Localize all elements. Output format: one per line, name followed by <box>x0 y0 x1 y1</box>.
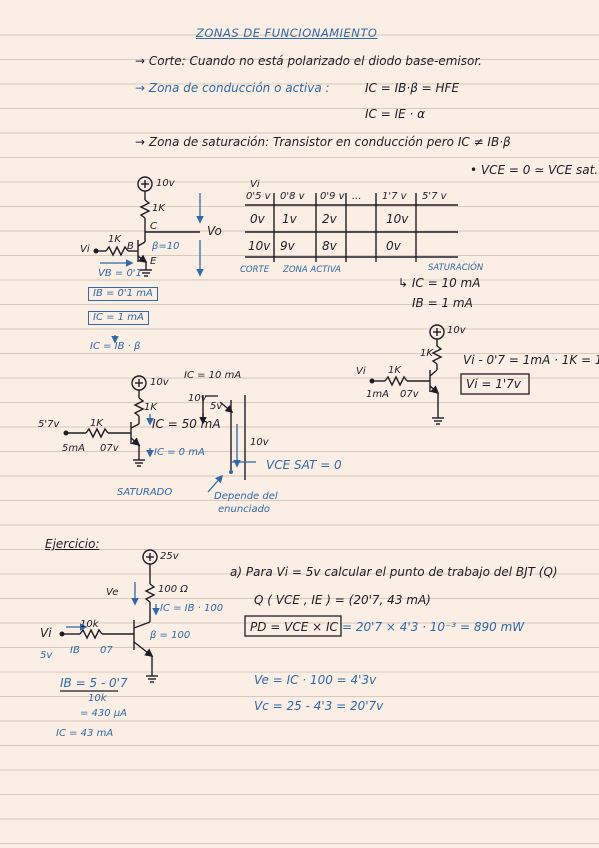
circuit1-beta: β=10 <box>152 241 180 252</box>
circuit2-vbe: 07v <box>400 389 419 400</box>
circuit1-ib: IB = 0'1 mA <box>88 287 158 301</box>
exercise-rc: 100 Ω <box>158 584 188 595</box>
exercise-rb: 10k <box>80 619 99 630</box>
exercise-q: Q ( VCE , IE ) = (20'7, 43 mA) <box>254 593 431 607</box>
exercise-heading: Ejercicio: <box>45 537 100 551</box>
exercise-pd-val: = 20'7 × 4'3 · 10⁻³ = 890 mW <box>342 620 525 634</box>
table-header-0: 0'5 v <box>246 191 271 202</box>
circuit3-v5: 5v <box>210 401 223 412</box>
table-r1-c0: 0v <box>250 212 265 226</box>
circuit1-b: B <box>127 241 134 252</box>
circuit3-enunciado: enunciado <box>218 504 271 515</box>
eq-ic-ib-beta: IC = IB·β = HFE <box>365 81 460 95</box>
circuit2-ib: 1mA <box>366 389 389 400</box>
circuit2-supply: 10v <box>447 325 466 336</box>
circuit2-result: Vi = 1'7v <box>466 377 521 391</box>
circuit3-v10: 10v <box>188 393 207 404</box>
exercise-ib-den: 10k <box>88 693 107 704</box>
exercise-vbe: 07 <box>100 645 113 656</box>
exercise-ve-label: Ve <box>106 587 119 598</box>
table-header-label: Vi <box>250 179 260 190</box>
circuit2-schematic <box>369 324 445 425</box>
exercise-vi: Vi <box>40 626 52 640</box>
vce-sat-line: • VCE = 0 ≃ VCE sat. <box>470 163 599 177</box>
circuit2-eq: Vi - 0'7 = 1mA · 1K = 1 <box>463 353 599 367</box>
circuit1-arrows <box>100 193 204 344</box>
circuit1-rb: 1K <box>108 234 121 245</box>
exercise-ic-res: IC = 43 mA <box>56 728 114 739</box>
table-header-5: 5'7 v <box>422 191 447 202</box>
circuit3-ic-50: IC = 50 mA <box>152 417 221 431</box>
circuit2-rb: 1K <box>388 365 401 376</box>
circuit3-supply: 10v <box>150 377 169 388</box>
circuit2-rc: 1K <box>420 348 433 359</box>
circuit1-vb: VB = 0'1 <box>98 268 142 279</box>
table-header-4: 1'7 v <box>382 191 407 202</box>
circuit3-ib: 5mA <box>62 443 85 454</box>
exercise-pd: PD = VCE × IC <box>250 620 338 634</box>
page-title: ZONAS DE FUNCIONAMIENTO <box>196 26 378 40</box>
exercise-vc-eq: Vc = 25 - 4'3 = 20'7v <box>254 699 384 713</box>
circuit3-saturado: SATURADO <box>117 487 173 498</box>
exercise-vi-val: 5v <box>40 650 53 661</box>
circuit3-arrows <box>146 414 256 493</box>
zone-activa: ZONA ACTIVA <box>283 265 341 275</box>
table-r2-c2: 8v <box>322 239 337 253</box>
table-r1-c1: 1v <box>282 212 297 226</box>
exercise-ic-label: IC = IB · 100 <box>160 603 224 614</box>
circuit1-e: E <box>150 256 157 267</box>
activa-line: → Zona de conducción o activa : <box>135 81 330 95</box>
exercise-arrows <box>66 582 160 631</box>
eq-ic-ie-alpha: IC = IE · α <box>365 107 426 121</box>
exercise-beta: β = 100 <box>150 630 191 641</box>
table-r2-c1: 9v <box>280 239 295 253</box>
circuit3-vbe: 07v <box>100 443 119 454</box>
exercise-schematic <box>59 549 158 683</box>
table-ib-sat: IB = 1 mA <box>412 296 473 310</box>
circuit3-ic-0: IC = 0 mA <box>154 447 205 458</box>
table-r1-c4: 10v <box>386 212 409 226</box>
circuit1-c: C <box>150 221 157 232</box>
table-header-3: ... <box>352 191 362 202</box>
exercise-ib-eq: IB = 5 - 0'7 <box>60 676 128 690</box>
saturacion-line: → Zona de saturación: Transistor en cond… <box>135 135 511 149</box>
table-header-2: 0'9 v <box>320 191 345 202</box>
zone-saturacion: SATURACIÓN <box>428 263 484 273</box>
circuit3-schematic <box>63 375 246 480</box>
exercise-supply: 25v <box>160 551 179 562</box>
circuit1-supply: 10v <box>156 178 175 189</box>
table-grid <box>245 193 458 262</box>
circuit1-vi: Vi <box>80 244 90 255</box>
circuit3-vcesat: VCE SAT = 0 <box>266 458 342 472</box>
circuit3-v10b: 10v <box>250 437 269 448</box>
circuit1-rc: 1K <box>152 203 165 214</box>
corte-line: → Corte: Cuando no está polarizado el di… <box>135 54 482 68</box>
circuit3-vin: 5'7v <box>38 419 60 430</box>
circuit1-vo: Vo <box>207 224 222 238</box>
table-r1-c2: 2v <box>322 212 337 226</box>
exercise-ib: IB <box>70 645 80 656</box>
table-ic-sat: ↳ IC = 10 mA <box>398 276 481 290</box>
table-r2-c4: 0v <box>386 239 401 253</box>
circuit3-ic-top: IC = 10 mA <box>184 370 242 381</box>
circuit3-rc: 1K <box>144 402 157 413</box>
table-r2-c0: 10v <box>248 239 271 253</box>
circuit2-vi: Vi <box>356 366 366 377</box>
exercise-ib-res: = 430 µA <box>80 708 128 719</box>
exercise-ve-eq: Ve = IC · 100 = 4'3v <box>254 673 377 687</box>
circuit3-rb: 1K <box>90 418 103 429</box>
table-header-1: 0'8 v <box>280 191 305 202</box>
zone-corte: CORTE <box>240 265 270 275</box>
circuit1-schematic <box>93 176 200 277</box>
circuit1-ic-eq: IC = IB · β <box>90 341 141 352</box>
circuit3-depende: Depende del <box>214 491 278 502</box>
exercise-question: a) Para Vi = 5v calcular el punto de tra… <box>230 565 558 579</box>
circuit1-ic: IC = 1 mA <box>88 311 149 325</box>
